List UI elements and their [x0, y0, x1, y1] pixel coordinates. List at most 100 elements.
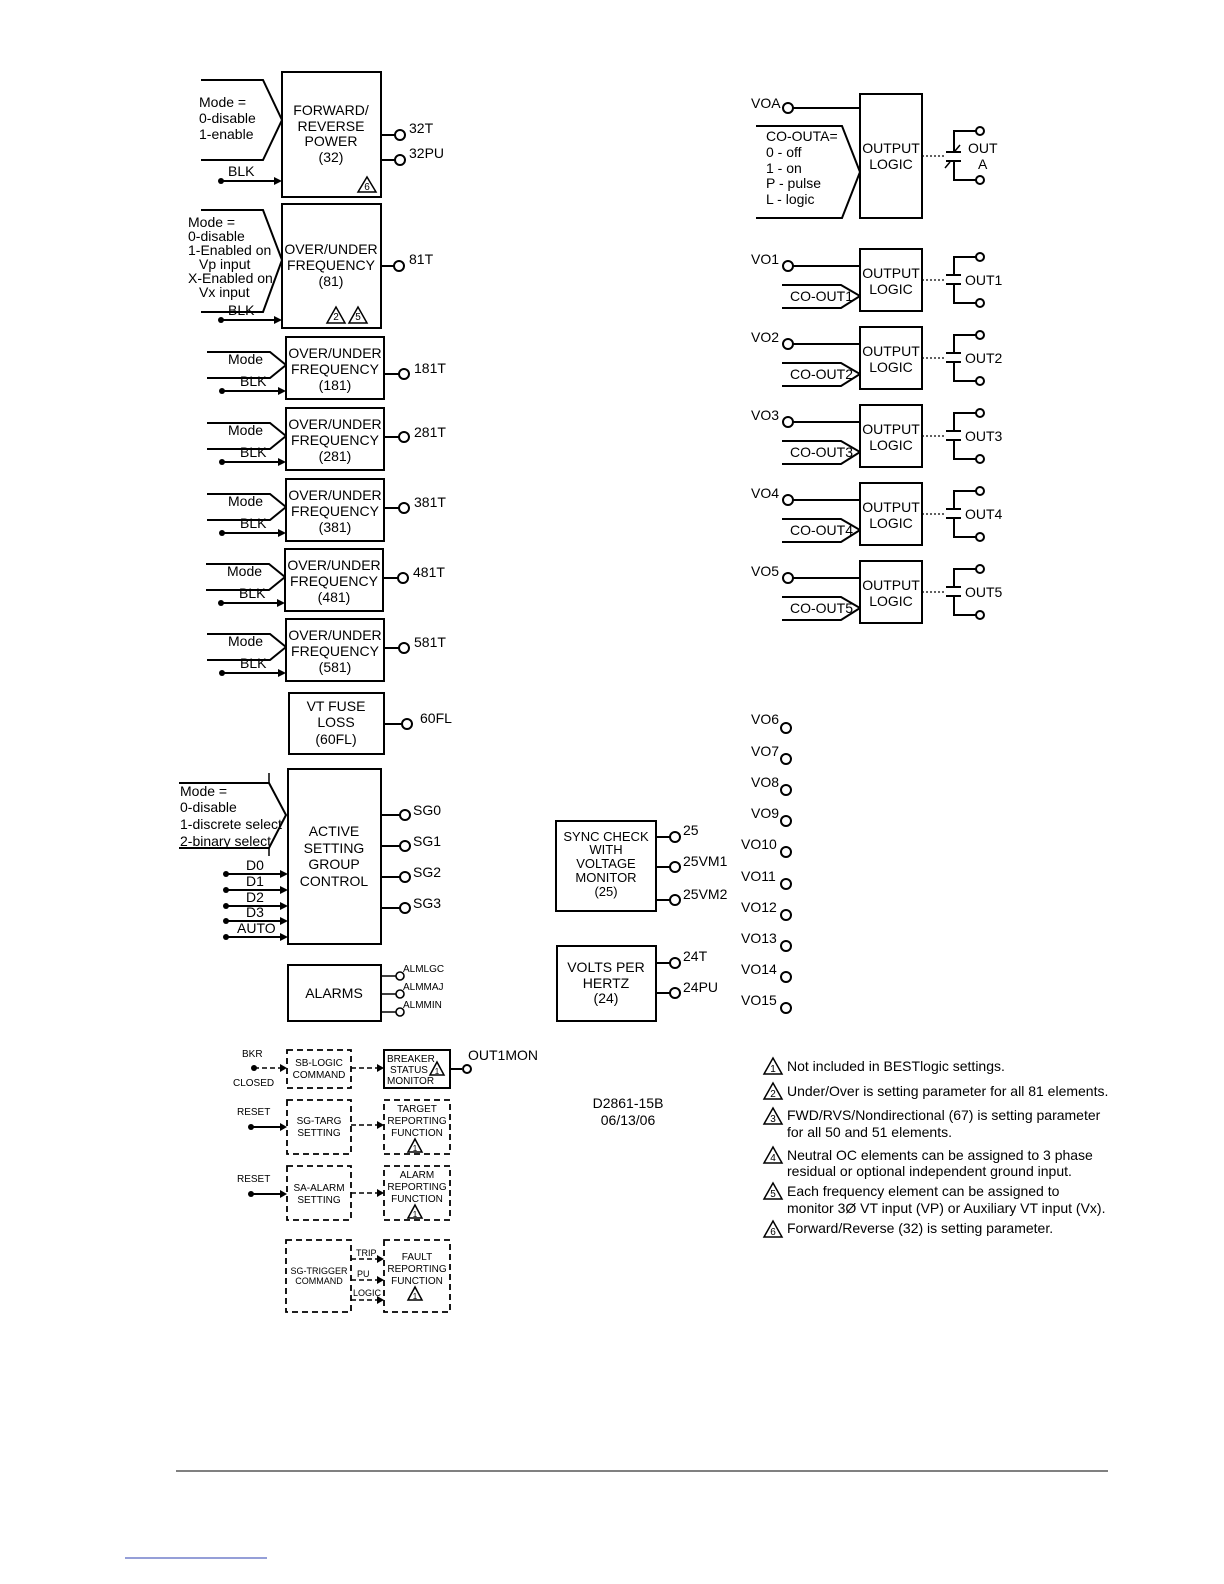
out-contact-label: OUT1 [965, 272, 1003, 288]
out-contact-label: OUT5 [965, 584, 1003, 600]
note-text: FWD/RVS/Nondirectional (67) is setting p… [787, 1107, 1101, 1123]
output-3-block: VO3 CO-OUT3 OUTPUT LOGIC OUT3 [751, 404, 1003, 468]
sb-logic-title: COMMAND [293, 1070, 346, 1081]
out-a-label: A [978, 156, 988, 172]
freq-title: FREQUENCY [290, 573, 379, 589]
freq81-mode-line: Vp input [199, 256, 250, 272]
output-sg0: SG0 [413, 802, 441, 818]
freq-mode-label: Mode [228, 493, 263, 509]
output-281t: 281T [414, 424, 446, 440]
sg-input-d0: D0 [246, 857, 264, 873]
vo-label: VO4 [751, 485, 779, 501]
output-a-block: VOA CO-OUTA= 0 - off 1 - on P - pulse L … [751, 93, 998, 219]
vt-fuse-loss-block: VT FUSE LOSS (60FL) 60FL [288, 692, 452, 755]
vo-label: VO1 [751, 251, 779, 267]
output-sg3: SG3 [413, 895, 441, 911]
trip-label: TRIP [356, 1248, 377, 1258]
sg-mode-line: 2-binary select [180, 833, 271, 849]
vo-label: VO5 [751, 563, 779, 579]
sync-title: SYNC CHECK [563, 829, 649, 844]
vo12-label: VO12 [741, 899, 777, 915]
alarm-title: FUNCTION [391, 1194, 443, 1205]
note-ref-5-icon: 5 [355, 312, 361, 323]
fwd-rev-mode-line: 1-enable [199, 126, 254, 142]
output-logic-title: LOGIC [869, 359, 913, 375]
note-4: 4 Neutral OC elements can be assigned to… [762, 1145, 1093, 1179]
freq-81-block: Mode = 0-disable 1-Enabled on Vp input X… [188, 203, 434, 329]
freq-mode-label: Mode [228, 351, 263, 367]
alarm-title: REPORTING [387, 1182, 446, 1193]
sa-alarm-title: SETTING [297, 1195, 341, 1206]
freq-blk-label: BLK [240, 515, 267, 531]
output-logic-title: OUTPUT [862, 421, 920, 437]
note-2-icon: 2 [770, 1089, 776, 1100]
output-almlgc: ALMLGC [403, 964, 444, 975]
output-1-block: VO1 CO-OUT1 OUTPUT LOGIC OUT1 [751, 248, 1003, 312]
target-title: TARGET [397, 1104, 437, 1115]
vph-title: HERTZ [583, 975, 630, 991]
note-3-icon: 3 [770, 1114, 776, 1125]
sync-title: MONITOR [575, 870, 636, 885]
sg-input-auto: AUTO [237, 920, 276, 936]
sync-check-block: SYNC CHECK WITH VOLTAGE MONITOR (25) 25 … [555, 820, 728, 912]
output-25vm1: 25VM1 [683, 853, 728, 869]
out-a-label: OUT [968, 140, 998, 156]
freq-number: (581) [319, 659, 352, 675]
vo14-label: VO14 [741, 961, 777, 977]
vo9-label: VO9 [751, 805, 779, 821]
freq-number: (281) [319, 448, 352, 464]
freq81-title: OVER/UNDER [284, 241, 377, 257]
freq-title: FREQUENCY [291, 643, 380, 659]
output-logic-title: OUTPUT [862, 499, 920, 515]
alarms-block: ALARMS ALMLGC ALMMAJ ALMMIN [287, 964, 444, 1022]
fwd-rev-mode-line: Mode = [199, 94, 246, 110]
freq-title: FREQUENCY [291, 361, 380, 377]
output-24t: 24T [683, 948, 708, 964]
note-4-icon: 4 [770, 1153, 776, 1164]
output-logic-title: LOGIC [869, 437, 913, 453]
output-2-block: VO2 CO-OUT2 OUTPUT LOGIC OUT2 [751, 326, 1003, 390]
vo11-label: VO11 [741, 868, 776, 884]
fwd-rev-title: REVERSE [298, 118, 365, 134]
note-3: 3 FWD/RVS/Nondirectional (67) is setting… [762, 1106, 1101, 1140]
vo13-label: VO13 [741, 930, 777, 946]
output-5-block: VO5 CO-OUT5 OUTPUT LOGIC OUT5 [751, 560, 1003, 624]
sg-mode-line: Mode = [180, 783, 227, 799]
output-381t: 381T [414, 494, 446, 510]
note-text: Neutral OC elements can be assigned to 3… [787, 1147, 1093, 1163]
freq-block-581: Mode BLK OVER/UNDER FREQUENCY (581) 581T [207, 618, 446, 682]
sa-alarm-title: SA-ALARM [293, 1183, 344, 1194]
freq-title: OVER/UNDER [288, 627, 381, 643]
co-out-label: CO-OUT1 [790, 288, 853, 304]
freq-mode-label: Mode [228, 422, 263, 438]
output-60fl: 60FL [420, 710, 452, 726]
output-almmin: ALMMIN [403, 1000, 442, 1011]
freq-blk-label: BLK [240, 655, 267, 671]
alarms-title: ALARMS [305, 985, 363, 1001]
vt-fuse-title: (60FL) [315, 731, 356, 747]
vph-title: (24) [594, 990, 619, 1006]
co-out-label: CO-OUT3 [790, 444, 853, 460]
sb-logic-title: SB-LOGIC [295, 1058, 343, 1069]
note-5: 5 Each frequency element can be assigned… [762, 1181, 1106, 1216]
freq-title: OVER/UNDER [288, 416, 381, 432]
co-outa-line: 1 - on [766, 160, 802, 176]
fwd-rev-title: (32) [319, 149, 344, 165]
sg-inputs: D0 D1 D2 D3 AUTO [223, 857, 288, 941]
co-out-label: CO-OUT4 [790, 522, 853, 538]
output-25: 25 [683, 822, 699, 838]
freq-blk-label: BLK [239, 585, 266, 601]
reset-label: RESET [237, 1107, 270, 1118]
output-logic-title: LOGIC [869, 593, 913, 609]
freq-mode-label: Mode [227, 563, 262, 579]
breaker-title: BREAKER [387, 1054, 435, 1065]
note-6: 6 Forward/Reverse (32) is setting parame… [762, 1219, 1053, 1238]
output-81t: 81T [409, 251, 434, 267]
freq81-title: (81) [319, 273, 344, 289]
output-32pu: 32PU [409, 145, 444, 161]
out-contact-label: OUT4 [965, 506, 1003, 522]
logic-label: LOGIC [353, 1288, 382, 1298]
output-logic-title: LOGIC [869, 281, 913, 297]
sg-title: CONTROL [300, 873, 369, 889]
fwd-rev-power-block: Mode = 0-disable 1-enable FORWARD/ REVER… [199, 71, 444, 198]
